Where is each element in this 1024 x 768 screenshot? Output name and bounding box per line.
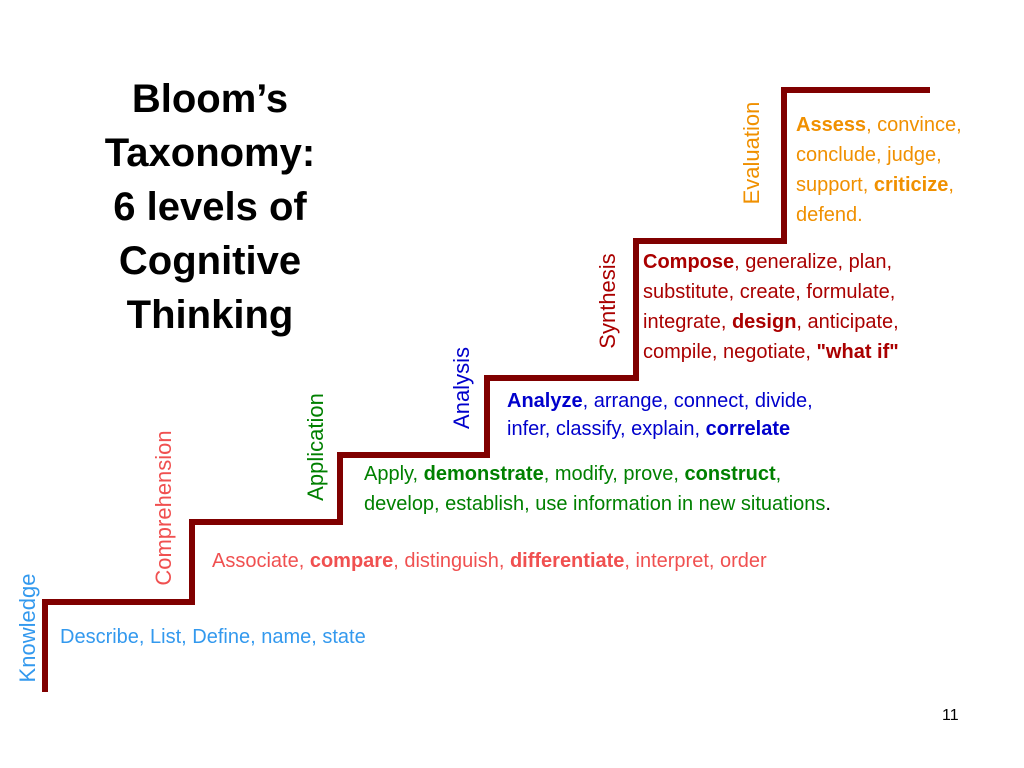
synthesis-line-1: Compose, generalize, plan,	[643, 247, 899, 277]
page-number: 11	[942, 707, 959, 724]
synthesis-text-5: compile, negotiate,	[643, 341, 817, 363]
comprehension-text-3: , interpret, order	[624, 550, 767, 572]
knowledge-description: Describe, List, Define, name, state	[60, 622, 366, 652]
title-line-5: Thinking	[126, 293, 294, 337]
analysis-line-1: Analyze, arrange, connect, divide,	[507, 386, 813, 416]
application-text-1: Apply,	[364, 463, 424, 485]
level-label-comprehension: Comprehension	[151, 430, 176, 586]
evaluation-line-4: defend.	[796, 200, 962, 230]
title-line-2: Taxonomy:	[104, 131, 316, 175]
synthesis-line-2: substitute, create, formulate,	[643, 277, 899, 307]
level-label-evaluation: Evaluation	[739, 101, 764, 205]
slide-title: Bloom’s Taxonomy: 6 levels of Cognitive …	[60, 72, 360, 342]
staircase-line	[42, 87, 930, 692]
title-line-4: Cognitive	[118, 239, 302, 283]
level-label-knowledge: Knowledge	[15, 573, 40, 683]
synthesis-keyword-compose: Compose	[643, 251, 735, 273]
evaluation-keyword-criticize: criticize	[873, 174, 949, 196]
analysis-text-2: infer, classify, explain,	[507, 418, 706, 440]
title-line-1: Bloom’s	[131, 77, 289, 121]
synthesis-text-4: , anticipate,	[796, 311, 899, 333]
synthesis-keyword-design: design	[731, 311, 797, 333]
application-line-2: develop, establish, use information in n…	[364, 489, 831, 519]
analysis-text-1: , arrange, connect, divide,	[582, 390, 813, 412]
evaluation-text-1: , convince,	[866, 114, 962, 136]
evaluation-description: Assess, convince, conclude, judge, suppo…	[796, 110, 962, 230]
knowledge-verbs: Describe, List, Define, name, state	[60, 626, 366, 648]
analysis-description: Analyze, arrange, connect, divide, infer…	[507, 386, 813, 444]
application-keyword-demonstrate: demonstrate	[423, 463, 544, 485]
comprehension-keyword-differentiate: differentiate	[509, 550, 625, 572]
level-label-analysis: Analysis	[449, 347, 474, 429]
comprehension-keyword-compare: compare	[309, 550, 394, 572]
synthesis-text-1: , generalize, plan,	[734, 251, 893, 273]
application-keyword-construct: construct	[684, 463, 776, 485]
evaluation-line-3: support, criticize,	[796, 170, 962, 200]
application-text-2: , modify, prove,	[543, 463, 685, 485]
synthesis-line-4: compile, negotiate, "what if"	[643, 337, 899, 367]
application-line-1: Apply, demonstrate, modify, prove, const…	[364, 459, 831, 489]
evaluation-line-1: Assess, convince,	[796, 110, 962, 140]
application-period: .	[825, 493, 831, 515]
title-line-3: 6 levels of	[113, 185, 307, 229]
application-text-4: develop, establish, use information in n…	[364, 493, 826, 515]
evaluation-line-2: conclude, judge,	[796, 140, 962, 170]
synthesis-text-3: integrate,	[643, 311, 732, 333]
application-text-3: ,	[775, 463, 782, 485]
evaluation-text-5: defend.	[796, 204, 863, 226]
synthesis-keyword-what-if: "what if"	[816, 341, 899, 363]
analysis-keyword-analyze: Analyze	[507, 390, 583, 412]
synthesis-line-3: integrate, design, anticipate,	[643, 307, 899, 337]
comprehension-description: Associate, compare, distinguish, differe…	[212, 546, 767, 576]
evaluation-keyword-assess: Assess	[796, 114, 867, 136]
level-label-synthesis: Synthesis	[595, 253, 620, 349]
application-description: Apply, demonstrate, modify, prove, const…	[364, 459, 831, 519]
evaluation-text-4: ,	[948, 174, 954, 196]
analysis-keyword-correlate: correlate	[705, 418, 791, 440]
level-label-application: Application	[303, 393, 328, 501]
evaluation-text-2: conclude, judge,	[796, 144, 942, 166]
evaluation-text-3: support,	[796, 174, 874, 196]
comprehension-text-1: Associate,	[212, 550, 310, 572]
analysis-line-2: infer, classify, explain, correlate	[507, 414, 813, 444]
synthesis-text-2: substitute, create, formulate,	[643, 281, 896, 303]
synthesis-description: Compose, generalize, plan, substitute, c…	[643, 247, 899, 367]
comprehension-text-2: , distinguish,	[393, 550, 510, 572]
